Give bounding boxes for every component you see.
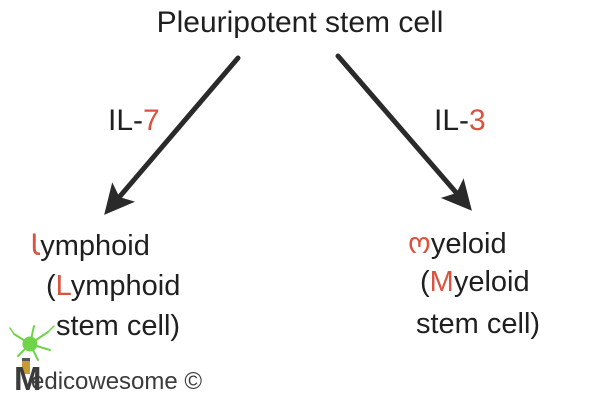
myeloid-stem-label: (Myeloid bbox=[420, 268, 530, 297]
myeloid-initial: ო bbox=[408, 228, 431, 260]
edge-label-right: IL-3 bbox=[434, 106, 486, 136]
edge-label-left: IL-7 bbox=[108, 106, 160, 136]
edge-label-right-prefix: IL- bbox=[434, 104, 470, 137]
edge-label-left-prefix: IL- bbox=[108, 104, 144, 137]
lymphoid-stem-rest: ymphoid bbox=[70, 270, 181, 302]
lymphoid-label: Ꙇymphoid bbox=[30, 232, 150, 261]
lymphoid-paren: ( bbox=[46, 270, 56, 302]
lymphoid-initial: Ꙇ bbox=[30, 230, 41, 262]
lymphoid-stem-cell: stem cell) bbox=[56, 310, 181, 342]
arrow-left bbox=[104, 55, 241, 215]
edge-label-left-number: 7 bbox=[143, 104, 160, 137]
lymphoid-rest: ymphoid bbox=[40, 230, 150, 262]
myeloid-label: ოyeloid bbox=[408, 230, 507, 259]
pencil-icon bbox=[22, 358, 30, 374]
edge-label-right-number: 3 bbox=[469, 104, 486, 137]
brand-name: edicowesome © bbox=[31, 368, 203, 395]
myeloid-stem-rest: yeloid bbox=[453, 266, 530, 298]
lymphoid-stem-initial: L bbox=[55, 270, 71, 302]
myeloid-stem-initial: M bbox=[429, 266, 454, 298]
neuron-icon bbox=[9, 325, 55, 361]
myeloid-paren: ( bbox=[420, 266, 430, 298]
lymphoid-stem-label: (Lymphoid bbox=[46, 272, 180, 301]
arrow-right bbox=[335, 53, 472, 211]
root-node-label: Pleuripotent stem cell bbox=[156, 6, 444, 39]
brand-initial: M bbox=[14, 360, 42, 397]
brand-mark bbox=[9, 325, 55, 374]
myeloid-stem-cell: stem cell) bbox=[416, 308, 541, 340]
myeloid-rest: yeloid bbox=[430, 228, 507, 260]
